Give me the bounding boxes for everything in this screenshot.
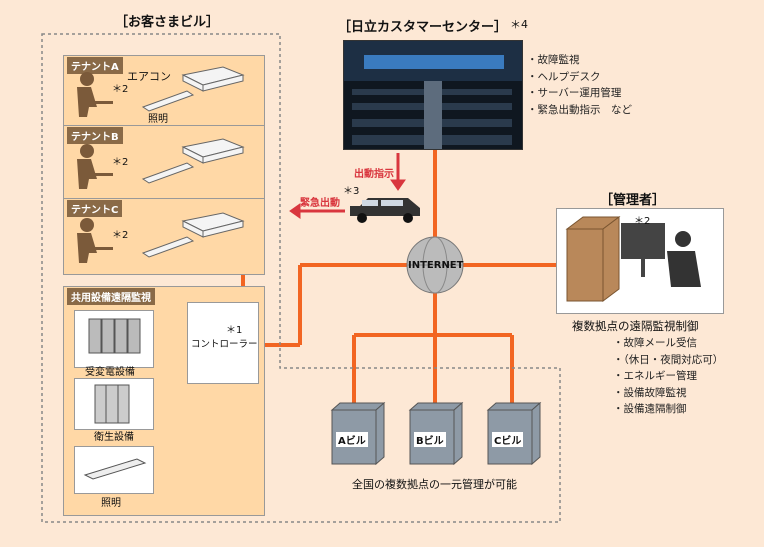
manager-title: ［管理者］	[600, 193, 666, 208]
ceiling-light-icon	[83, 458, 147, 480]
person-at-desk-icon	[77, 218, 113, 263]
tenant-a-panel: テナントA	[63, 55, 265, 127]
internet-globe-icon	[406, 236, 464, 294]
feature-item: 設備故障監視	[613, 385, 723, 402]
tenant-icons	[77, 66, 245, 263]
shared-light-label: 照明	[101, 498, 121, 509]
internet-label: INTERNET	[408, 260, 464, 271]
customer-building-title: ［お客さまビル］	[115, 15, 220, 30]
center-services-list: 故障監視 ヘルプデスク サーバー運用管理 緊急出動指示 など	[527, 52, 633, 119]
emergency-arrow-head	[289, 203, 301, 219]
instruction-arrow-head	[390, 179, 406, 191]
ceiling-light-icon	[141, 90, 195, 112]
service-car-icon	[350, 198, 420, 223]
tenant-c-label: テナントC	[67, 200, 123, 217]
air-conditioner-icon	[181, 138, 245, 164]
person-at-desk-icon	[77, 72, 113, 117]
substation-equipment-box	[74, 310, 154, 368]
tenant-a-label: テナントA	[67, 57, 123, 74]
service-item: 故障監視	[527, 52, 632, 69]
service-item: サーバー運用管理	[527, 85, 632, 102]
controller-label: コントローラー	[191, 339, 258, 350]
tenant-a-note: ＊2	[112, 84, 129, 95]
feature-item: （休日・夜間対応可）	[613, 352, 724, 369]
building-b-label: Bビル	[414, 432, 446, 447]
control-room-photo	[343, 40, 523, 150]
substation-icon	[88, 318, 141, 354]
sites-caption: 全国の複数拠点の一元管理が可能	[352, 478, 517, 491]
manager-caption: 複数拠点の遠隔監視制御	[572, 319, 699, 333]
tenant-c-panel: テナントC	[63, 198, 265, 275]
shared-equipment-label: 共用設備遠隔監視	[67, 288, 155, 305]
tenant-b-note: ＊2	[112, 157, 129, 168]
manager-workstation-icon	[565, 216, 701, 302]
emergency-dispatch-label: 緊急出動	[300, 198, 340, 209]
controller-note: ＊1	[226, 325, 243, 336]
air-conditioner-icon	[181, 212, 245, 238]
air-conditioner-icon	[181, 66, 245, 92]
building-c-label: Cビル	[492, 432, 524, 447]
tenant-c-note: ＊2	[112, 230, 129, 241]
ceiling-light-icon	[141, 236, 195, 258]
customer-center-title: ［日立カスタマーセンター］	[338, 20, 508, 35]
building-a-label: Aビル	[336, 432, 368, 447]
customer-center-note: ＊4	[510, 18, 528, 31]
sanitary-label: 衛生設備	[94, 432, 134, 443]
manager-features-list: 故障メール受信 （休日・夜間対応可） エネルギー管理 設備故障監視 設備遠隔制御	[613, 335, 724, 418]
feature-item: 設備遠隔制御	[613, 401, 723, 418]
feature-item: エネルギー管理	[613, 368, 723, 385]
tenant-b-label: テナントB	[67, 127, 123, 144]
dispatch-instruction-label: 出動指示	[354, 169, 394, 180]
person-at-desk-icon	[77, 144, 113, 189]
shared-light-box	[74, 446, 154, 494]
feature-item: 故障メール受信	[613, 335, 723, 352]
dispatch-note: ＊3	[343, 186, 360, 197]
manager-note: ＊2	[634, 216, 651, 227]
ceiling-light-icon	[141, 162, 195, 184]
aircon-label: エアコン	[127, 70, 171, 83]
substation-label: 受変電設備	[85, 367, 135, 378]
light-label: 照明	[148, 114, 168, 125]
sanitary-equipment-box	[74, 378, 154, 430]
service-item: 緊急出動指示 など	[527, 102, 633, 119]
sanitary-equipment-icon	[94, 384, 130, 424]
control-room-illustration	[344, 41, 522, 149]
controller-box	[187, 302, 259, 384]
manager-box	[556, 208, 724, 314]
service-item: ヘルプデスク	[527, 69, 632, 86]
